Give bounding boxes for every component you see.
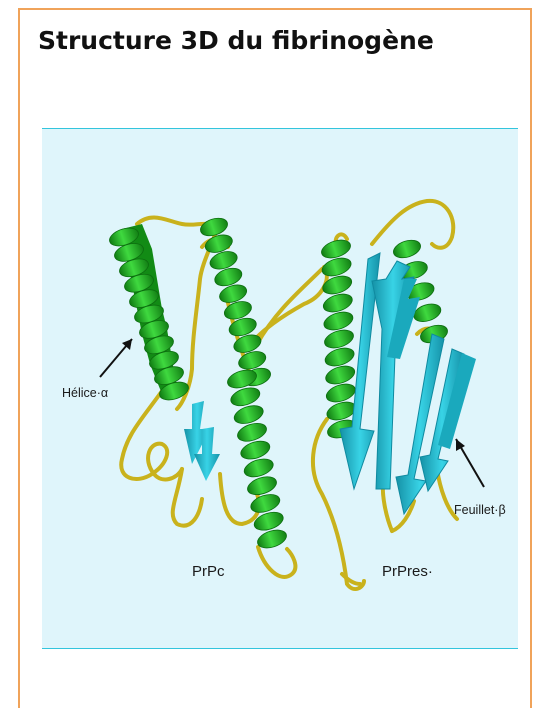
helix-turn — [323, 345, 356, 369]
prpres-molecule — [313, 201, 476, 589]
helix-label: Hélice·α — [62, 386, 108, 400]
prpc-helix-b — [198, 215, 273, 389]
helix-turn — [322, 327, 355, 351]
helix-turn — [245, 473, 278, 497]
helix-turn — [322, 309, 355, 333]
page-title: Structure 3D du fibrinogène — [38, 26, 434, 55]
content-card: Structure 3D du fibrinogène — [18, 8, 532, 708]
helix-turn — [321, 291, 354, 315]
helix-turn — [324, 381, 357, 405]
prpres-sheet — [340, 253, 476, 514]
helix-annotation: Hélice·α — [62, 339, 132, 400]
prpres-label: PrPres· — [382, 563, 433, 580]
sheet-arrowhead-icon — [456, 439, 465, 451]
helix-turn — [323, 363, 356, 387]
sheet-annotation: Feuillet·β — [454, 439, 506, 517]
helix-turn — [242, 456, 275, 480]
prpc-molecule — [107, 215, 327, 577]
helix-turn — [239, 438, 272, 462]
helix-turn — [249, 491, 282, 515]
protein-structure-svg: Hélice·α Feuillet·β PrPc PrPres· — [42, 129, 518, 648]
helix-turn — [235, 420, 268, 444]
prpc-label: PrPc — [192, 563, 225, 580]
helix-turn — [391, 237, 423, 261]
helix-turn — [229, 385, 262, 409]
prpc-sheet — [184, 401, 220, 481]
helix-turn — [255, 527, 288, 551]
protein-structure-figure: Hélice·α Feuillet·β PrPc PrPres· — [42, 128, 518, 649]
helix-turn — [232, 402, 265, 426]
sheet-label: Feuillet·β — [454, 503, 506, 517]
